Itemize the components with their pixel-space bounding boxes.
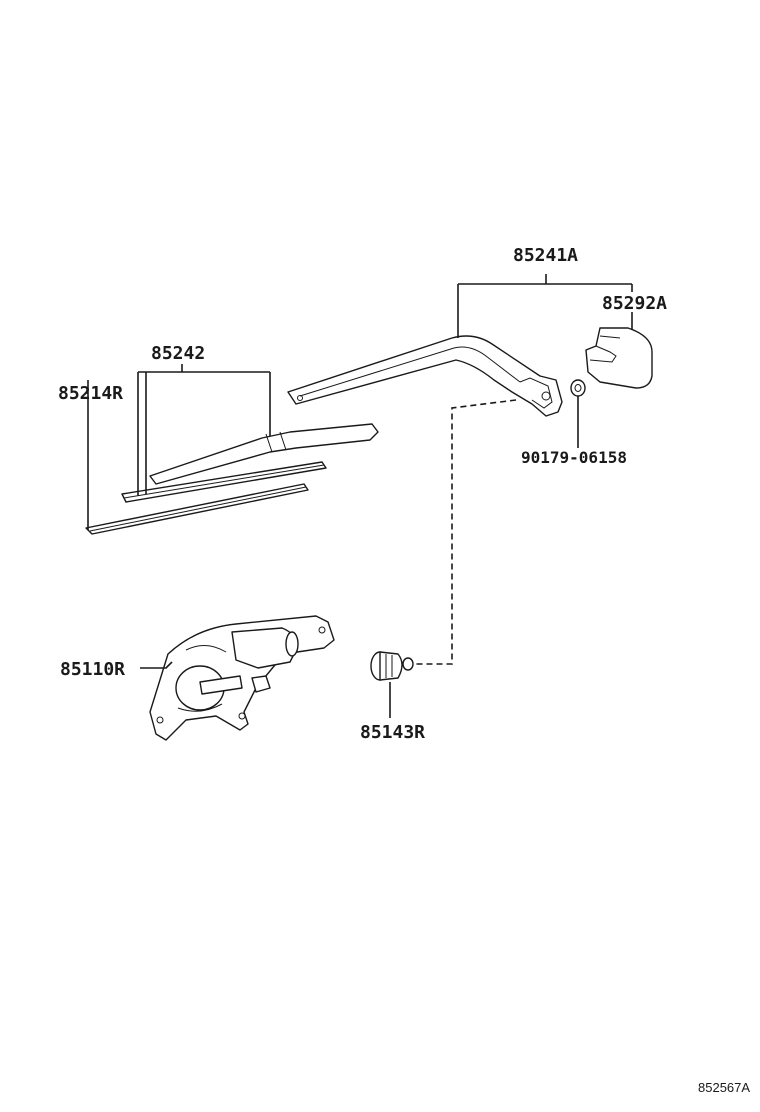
blade-rubber-part[interactable] <box>85 483 309 535</box>
wiper-blade-part[interactable] <box>121 423 379 503</box>
label-arm-head-cap: 85292A <box>602 293 667 314</box>
label-wiper-blade: 85242 <box>151 343 205 364</box>
label-blade-rubber: 85214R <box>58 383 123 404</box>
wiper-motor-part[interactable] <box>149 615 335 741</box>
nut-part[interactable] <box>570 379 586 397</box>
label-wiper-arm: 85241A <box>513 245 578 266</box>
wiper-arm-part[interactable] <box>287 335 563 417</box>
arm-head-cap-part[interactable] <box>585 327 653 389</box>
label-nut: 90179-06158 <box>521 448 627 467</box>
figure-reference-number: 852567A <box>698 1080 750 1095</box>
leader-lines <box>86 274 633 718</box>
grommet-part[interactable] <box>370 651 414 681</box>
label-wiper-motor: 85110R <box>60 659 125 680</box>
label-grommet: 85143R <box>360 722 425 743</box>
